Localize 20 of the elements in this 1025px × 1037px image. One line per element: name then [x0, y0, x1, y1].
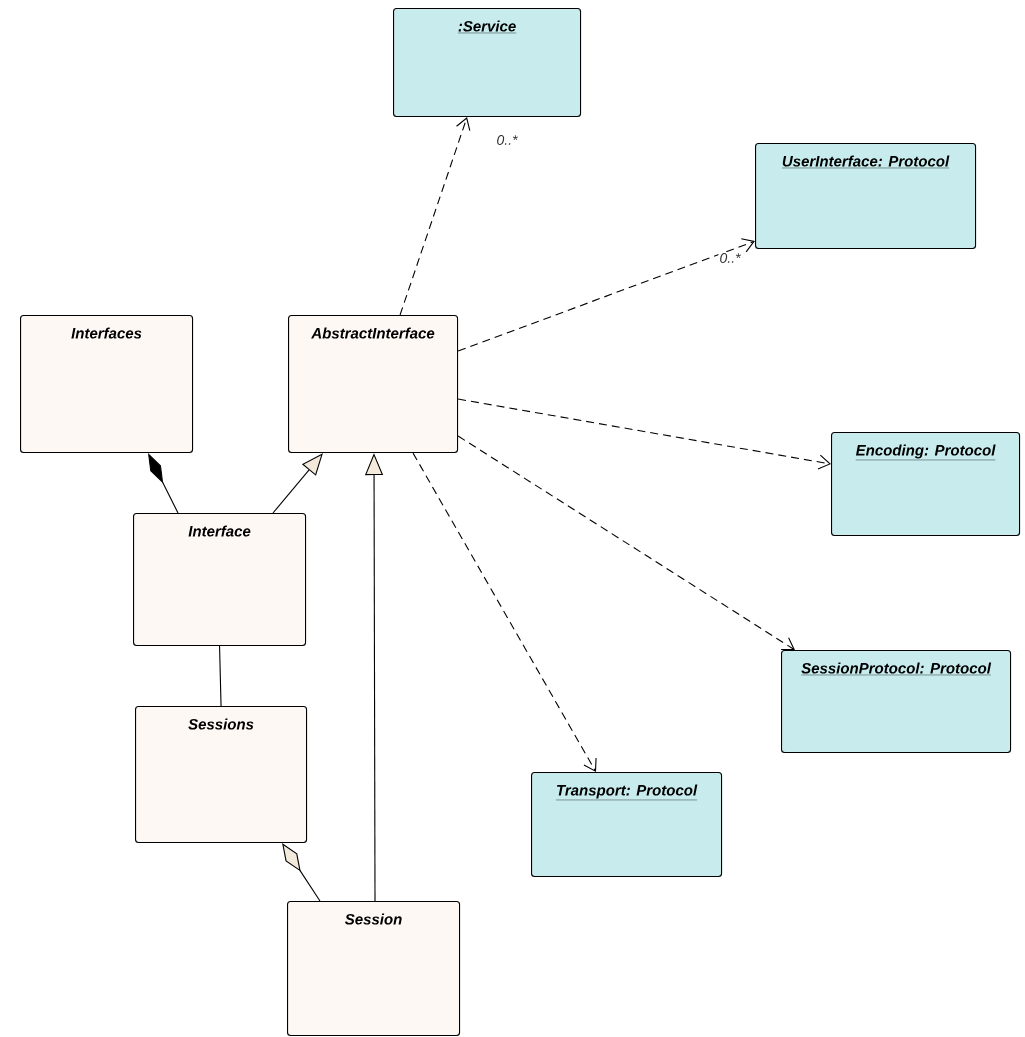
multiplicity-label: 0..* [718, 252, 742, 264]
dependency-arrow [412, 452, 597, 772]
generalization-arrow [272, 453, 323, 514]
object-box: Transport: Protocol [531, 772, 723, 878]
object-box: Encoding: Protocol [831, 432, 1021, 537]
multiplicity-label: 0..* [495, 134, 519, 146]
object-box: UserInterface: Protocol [755, 143, 977, 250]
dependency-arrow [457, 398, 831, 470]
dependency-arrow [399, 117, 471, 316]
class-box: Interfaces [20, 315, 194, 454]
class-box: Sessions [135, 706, 308, 844]
object-box: :Service [393, 8, 582, 118]
dependency-arrow [457, 435, 795, 650]
class-box: Interface [133, 513, 307, 647]
object-box: SessionProtocol: Protocol [781, 650, 1012, 754]
association-line [219, 645, 222, 707]
class-box: AbstractInterface [288, 315, 459, 454]
diamond-connector [282, 843, 321, 902]
dependency-arrow [457, 238, 755, 352]
class-box: Session [287, 901, 461, 1037]
